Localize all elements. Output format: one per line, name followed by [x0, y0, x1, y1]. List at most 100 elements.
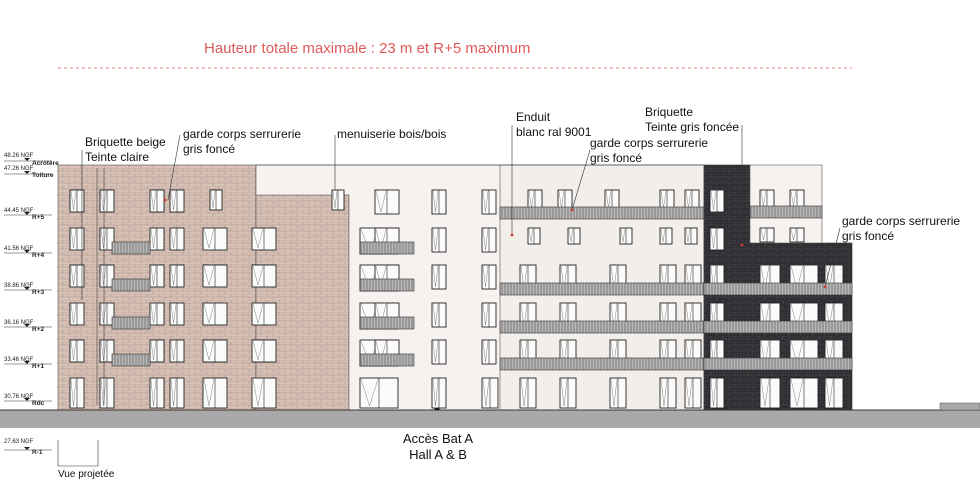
window-opening-line: [332, 190, 338, 209]
window-opening-line: [432, 378, 439, 407]
window-opening-line: [203, 228, 215, 249]
window-opening-line: [710, 190, 717, 211]
window-opening-line: [150, 303, 157, 324]
annotation-marker: [510, 233, 514, 237]
level-ngf: 47.26 NGF: [4, 166, 34, 172]
window-opening-line: [252, 265, 264, 286]
label-line: Briquette beige: [85, 135, 166, 149]
window-opening-line: [170, 340, 177, 361]
window-opening-line: [210, 190, 216, 209]
window-opening-line: [170, 190, 177, 211]
window-opening-line: [203, 265, 215, 286]
label-line: garde corps serrurerie: [842, 214, 961, 228]
window-opening-line: [710, 378, 717, 407]
window-opening-line: [70, 228, 77, 249]
level-arrow: [24, 250, 30, 253]
level-arrow: [24, 324, 30, 327]
level-name: R+4: [32, 252, 45, 259]
railing: [111, 353, 151, 367]
window-opening-line: [170, 265, 177, 286]
label-line: gris foncé: [590, 151, 643, 165]
label-garde-corps-1: garde corps serrurerie gris foncé: [183, 127, 301, 157]
level-arrow: [24, 158, 30, 161]
label-line: Enduit: [516, 110, 551, 124]
level-name: R+2: [32, 326, 45, 333]
level-ngf: 44.45 NGF: [4, 208, 34, 214]
label-line: gris foncé: [183, 142, 236, 156]
window-opening-line: [70, 303, 77, 324]
drawing-title: Hauteur totale maximale : 23 m et R+5 ma…: [204, 40, 531, 57]
window-opening-line: [150, 340, 157, 361]
level-name: Toiture: [32, 172, 54, 179]
level-name: R+3: [32, 289, 45, 296]
window-opening-line: [482, 265, 489, 288]
level-arrow: [24, 361, 30, 364]
railing: [111, 316, 151, 330]
level-ngf: 38.86 NGF: [4, 283, 34, 289]
window-opening-line: [150, 190, 157, 211]
window-opening-line: [360, 378, 379, 407]
window-opening-line: [760, 228, 767, 241]
level-ngf: 41.56 NGF: [4, 246, 34, 252]
window-opening-line: [432, 190, 439, 213]
label-line: Teinte claire: [85, 150, 150, 164]
label-garde-corps-2: garde corps serrurerie gris foncé: [590, 136, 708, 166]
window-opening-line: [660, 378, 668, 407]
window-opening-line: [170, 303, 177, 324]
level-ngf: 36.16 NGF: [4, 320, 34, 326]
window-opening-line: [432, 340, 439, 363]
label-line: garde corps serrurerie: [590, 136, 709, 150]
window-opening-line: [790, 378, 804, 407]
window-opening-line: [432, 265, 439, 288]
label-line: gris foncé: [842, 229, 895, 243]
level-name: R+5: [32, 214, 45, 221]
window-opening-line: [520, 378, 528, 407]
level-arrow: [24, 212, 30, 215]
projected-view-bracket: [57, 440, 99, 467]
access-line: Hall A & B: [409, 447, 467, 462]
level-name: R-1: [32, 449, 43, 456]
railing: [499, 282, 705, 296]
level-arrow: [24, 171, 30, 174]
window-opening-line: [760, 378, 770, 407]
level-arrow: [24, 398, 30, 401]
label-line: garde corps serrurerie: [183, 127, 302, 141]
railing: [703, 320, 853, 334]
view-label: Vue projetée: [58, 469, 115, 480]
railing: [359, 316, 415, 330]
window-opening-line: [203, 303, 215, 324]
window-opening-line: [70, 378, 77, 407]
leader-line: [824, 227, 841, 288]
window-opening-line: [482, 190, 489, 213]
window-opening-line: [70, 265, 77, 286]
railing: [359, 278, 415, 292]
window-opening-line: [482, 378, 490, 407]
access-label: Accès Bat A Hall A & B: [378, 431, 498, 463]
window-opening-line: [100, 303, 107, 324]
level-ngf: 27.63 NGF: [4, 439, 34, 445]
window-opening-line: [482, 228, 489, 251]
window-opening-line: [528, 228, 534, 243]
level-ngf: 33.46 NGF: [4, 357, 34, 363]
ground-band: [0, 410, 980, 428]
window-opening-line: [150, 228, 157, 249]
label-briquette-beige: Briquette beige Teinte claire: [85, 135, 166, 165]
window-opening-line: [100, 190, 107, 211]
annotation-marker: [570, 208, 574, 212]
level-ngf: 48.26 NGF: [4, 153, 34, 159]
level-name: Rdc: [32, 400, 45, 407]
level-ngf: 30.76 NGF: [4, 394, 34, 400]
railing: [499, 206, 705, 220]
annotation-marker: [740, 243, 744, 247]
level-name: Acrotère: [32, 160, 59, 167]
window-opening-line: [825, 378, 834, 407]
window-opening-line: [170, 228, 177, 249]
railing: [499, 357, 705, 371]
railing: [111, 241, 151, 255]
railing: [359, 353, 415, 367]
window-opening-line: [660, 228, 666, 243]
ground-step: [939, 402, 980, 411]
label-line: blanc ral 9001: [516, 125, 592, 139]
